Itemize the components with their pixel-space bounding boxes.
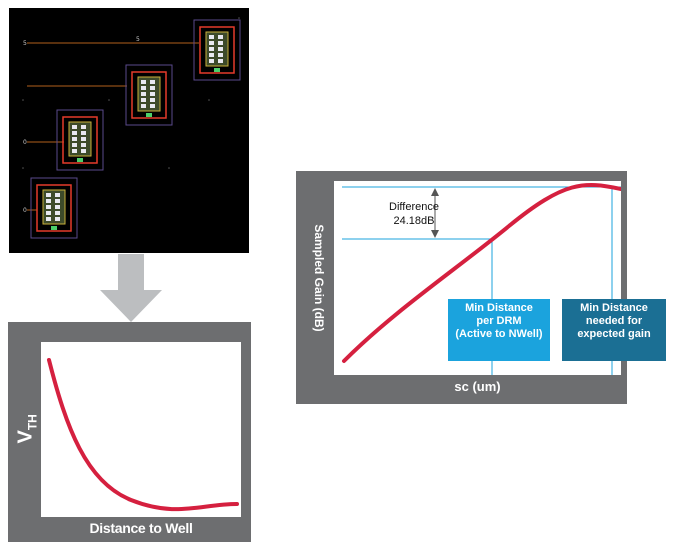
callout-line: per DRM — [476, 315, 522, 327]
layout-view-image: 5 5 0 0 — [9, 8, 249, 253]
vth-plot-svg — [47, 358, 239, 512]
min-distance-gain-callout: Min Distance needed for expected gain — [562, 299, 666, 361]
callout-line: expected gain — [577, 328, 651, 340]
transistor-cell — [30, 177, 78, 239]
difference-value: 24.18dB — [393, 215, 435, 227]
wires — [27, 42, 199, 211]
vth-plot-area — [41, 342, 241, 517]
vth-subscript: TH — [25, 414, 40, 431]
dot-grid — [22, 17, 240, 169]
callout-line: (Active to NWell) — [455, 328, 543, 340]
gain-axis-label: Sampled Gain (dB) — [312, 224, 326, 332]
transistor-cell — [56, 109, 104, 171]
distance-axis-label: Distance to Well — [89, 520, 193, 536]
layout-view-drawing: 5 5 0 0 — [22, 17, 241, 239]
difference-arrow-up-head — [431, 188, 439, 196]
difference-arrow-down-head — [431, 230, 439, 238]
transistor-cell — [125, 64, 173, 126]
net-label: 0 — [23, 207, 27, 214]
net-label: 5 — [23, 40, 27, 47]
transistor-cells — [30, 19, 241, 239]
vth-chart-panel: VTH Distance to Well — [8, 322, 251, 542]
net-labels: 5 5 0 0 — [23, 36, 140, 214]
vth-symbol: V — [14, 430, 37, 444]
net-label: 0 — [23, 139, 27, 146]
min-distance-drm-callout: Min Distance per DRM (Active to NWell) — [448, 299, 550, 361]
callout-line: Min Distance — [580, 302, 648, 314]
vth-axis-label: VTH — [14, 414, 40, 444]
gain-chart-panel: Sampled Gain (dB) Difference 24.18dB sc … — [296, 171, 666, 404]
transistor-cell — [193, 19, 241, 81]
callout-line: needed for — [585, 315, 643, 327]
net-label: 5 — [136, 36, 140, 43]
down-arrow-icon — [100, 254, 162, 322]
difference-text: Difference — [389, 201, 439, 213]
sc-axis-label: sc (um) — [454, 379, 501, 394]
callout-line: Min Distance — [465, 302, 533, 314]
gain-curve — [342, 183, 621, 363]
vth-decay-curve — [47, 358, 239, 512]
difference-annotation: Difference 24.18dB — [378, 200, 450, 228]
